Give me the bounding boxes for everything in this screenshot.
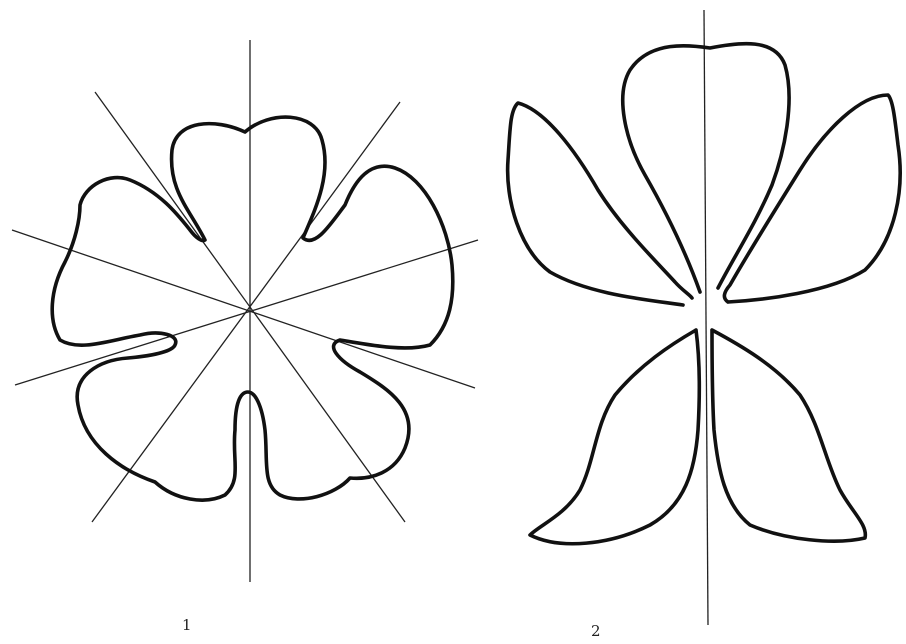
figure-2-label: 2 (591, 622, 601, 640)
lower-left-petal (530, 330, 699, 544)
upper-right-petal (724, 95, 900, 302)
bilateral-flower-figure: 2 (508, 10, 901, 640)
symmetry-axis-diagonal-4 (15, 240, 478, 385)
radial-flower-outline (52, 117, 453, 500)
symmetry-axes (12, 40, 478, 582)
upper-left-petal (508, 103, 692, 305)
radial-flower-figure: 1 (12, 40, 478, 634)
lower-right-petal (712, 330, 865, 541)
symmetry-axis-bilateral (704, 10, 708, 625)
figure-1-label: 1 (182, 616, 192, 634)
